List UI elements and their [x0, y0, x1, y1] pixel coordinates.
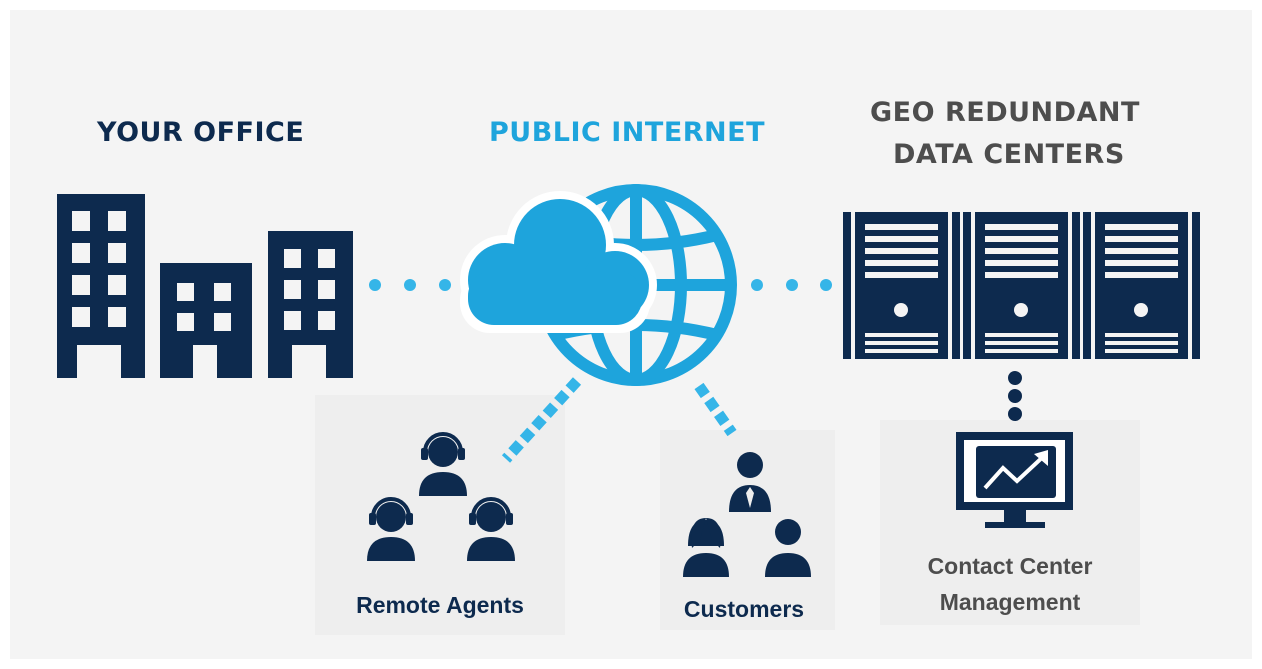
headset-agent-icon	[367, 432, 515, 561]
datacenter-management-connector	[1008, 371, 1022, 421]
server-rack-icon	[843, 212, 1200, 359]
internet-datacenter-connector	[751, 279, 832, 291]
customers-connector	[694, 382, 737, 437]
data-centers-heading-line1: GEO REDUNDANT	[870, 97, 1140, 128]
public-internet-heading: PUBLIC INTERNET	[489, 117, 766, 148]
customers-label: Customers	[683, 596, 805, 622]
office-internet-connector	[369, 279, 451, 291]
data-centers-heading-line2: DATA CENTERS	[893, 139, 1125, 170]
agents-connector	[501, 377, 582, 463]
customer-group-icon	[683, 452, 811, 577]
management-label-line1: Contact Center	[927, 553, 1093, 579]
analytics-monitor-icon	[956, 432, 1073, 528]
management-label-line2: Management	[939, 589, 1081, 615]
your-office-heading: YOUR OFFICE	[97, 117, 305, 148]
remote-agents-label: Remote Agents	[356, 592, 524, 618]
office-buildings-icon	[57, 194, 353, 378]
cloud-icon	[460, 191, 657, 333]
